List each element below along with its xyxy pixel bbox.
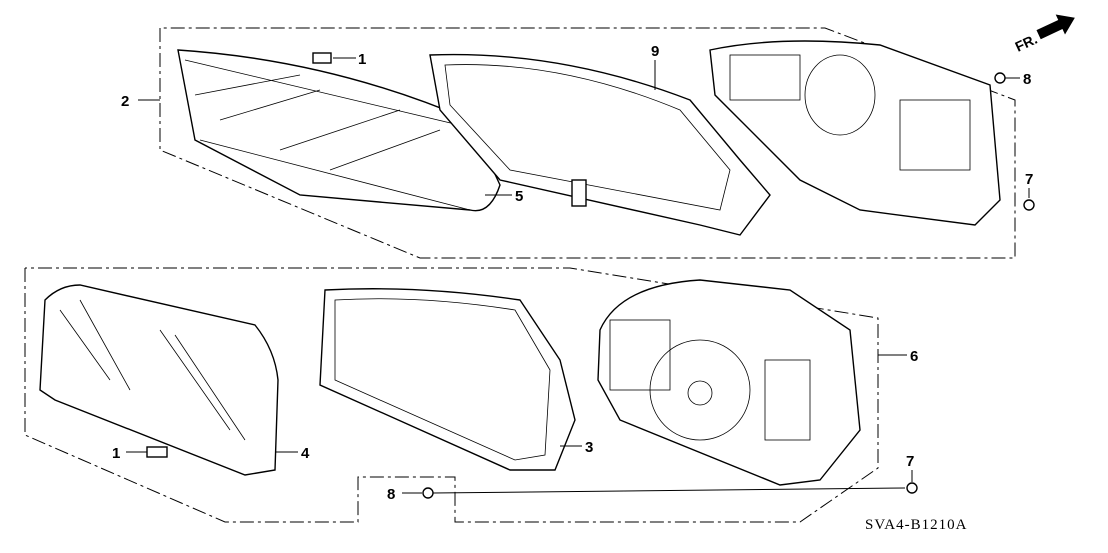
- callout-4: 4: [301, 445, 310, 462]
- leader-lines: [126, 57, 1030, 494]
- callout-7-top: 7: [1025, 171, 1033, 188]
- part-6-meter-assembly: [597, 279, 861, 486]
- callout-7-bottom: 7: [906, 453, 914, 470]
- callout-9: 9: [651, 43, 659, 60]
- callout-3: 3: [585, 439, 593, 456]
- screw-8-top-icon: [994, 72, 1006, 84]
- callout-5: 5: [515, 188, 523, 205]
- diagram-code: SVA4-B1210A: [865, 517, 967, 533]
- front-direction-indicator: FR.: [1013, 14, 1075, 55]
- part-2-lens-upper: [177, 49, 501, 212]
- callout-8-bottom: 8: [387, 486, 395, 503]
- callout-1-bottom: 1: [112, 445, 120, 462]
- front-arrow-icon: [1036, 14, 1075, 40]
- part-upper-case: [709, 40, 1001, 226]
- nut-7-top-icon: [1023, 199, 1035, 211]
- part-4-lens-lower: [39, 284, 279, 476]
- nut-7-bottom-icon: [906, 482, 918, 494]
- front-label: FR.: [1013, 31, 1040, 55]
- callout-1-top: 1: [358, 51, 366, 68]
- screw-8-bottom-icon: [422, 487, 434, 499]
- callout-8-top: 8: [1023, 71, 1031, 88]
- upper-group-outline: [159, 27, 1016, 259]
- callout-6: 6: [910, 348, 918, 365]
- lower-group-outline: [24, 267, 879, 523]
- callout-2: 2: [121, 93, 129, 110]
- part-9-visor: [429, 53, 771, 236]
- part-3-frame: [319, 288, 576, 471]
